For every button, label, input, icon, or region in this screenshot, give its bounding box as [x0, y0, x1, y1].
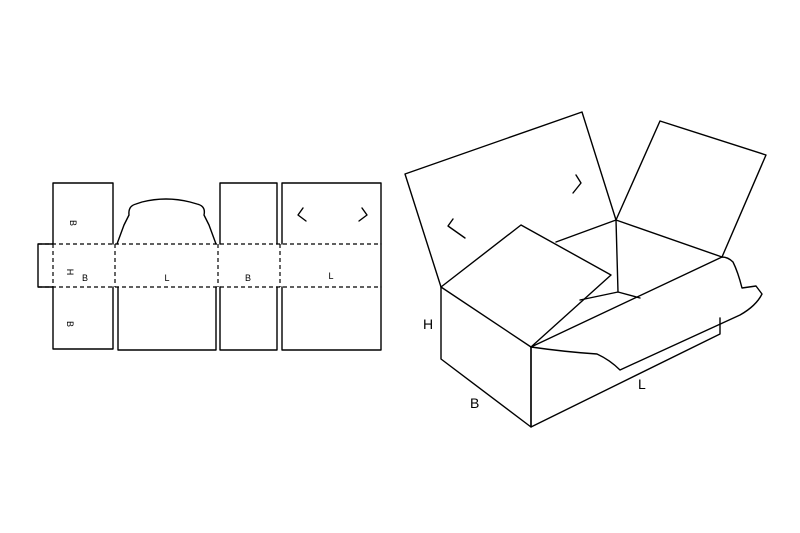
box-front-long-flap	[530, 256, 763, 371]
label-b-panel-1: B	[82, 273, 88, 283]
panel-b1-bottom-flap	[52, 286, 114, 350]
box-inner-flap-edge	[579, 291, 641, 301]
label-width: B	[470, 395, 479, 411]
box-inner-back-wall	[615, 219, 619, 293]
handle-slit-left	[297, 207, 307, 222]
box-back-edge	[555, 219, 723, 258]
label-h-side: H	[65, 269, 75, 276]
handle-slit-right	[358, 207, 368, 222]
panel-l1-top-flap	[116, 198, 217, 245]
label-height: H	[423, 316, 433, 332]
panel-b1-top-flap	[52, 182, 114, 245]
box-back-flap-slit-2	[447, 218, 466, 239]
glue-tab	[37, 243, 54, 288]
label-b-panel-2: B	[245, 273, 251, 283]
panel-l2-bottom-flap	[281, 286, 382, 351]
panel-l2-top-flap	[281, 182, 382, 245]
panel-b2-top-flap	[219, 182, 278, 245]
label-length: L	[638, 376, 646, 392]
label-l-panel-2: L	[328, 271, 333, 281]
label-b-top: B	[68, 220, 78, 226]
panel-b2-bottom-flap	[219, 286, 278, 351]
flat-die-layout: B H B L B L B	[37, 182, 382, 351]
box-front-face	[440, 286, 532, 428]
box-inner-flap	[440, 224, 612, 348]
box-back-flap-slit-1	[572, 174, 582, 194]
label-b-bottom: B	[65, 321, 75, 327]
box-back-flap	[404, 111, 617, 288]
box-right-flap	[615, 120, 767, 258]
label-l-panel-1: L	[164, 273, 169, 283]
box-side-face	[530, 317, 721, 428]
box-3d-view	[404, 111, 767, 428]
panel-l1-bottom-flap	[117, 286, 217, 351]
box-front-long-flap-fold	[530, 256, 723, 348]
